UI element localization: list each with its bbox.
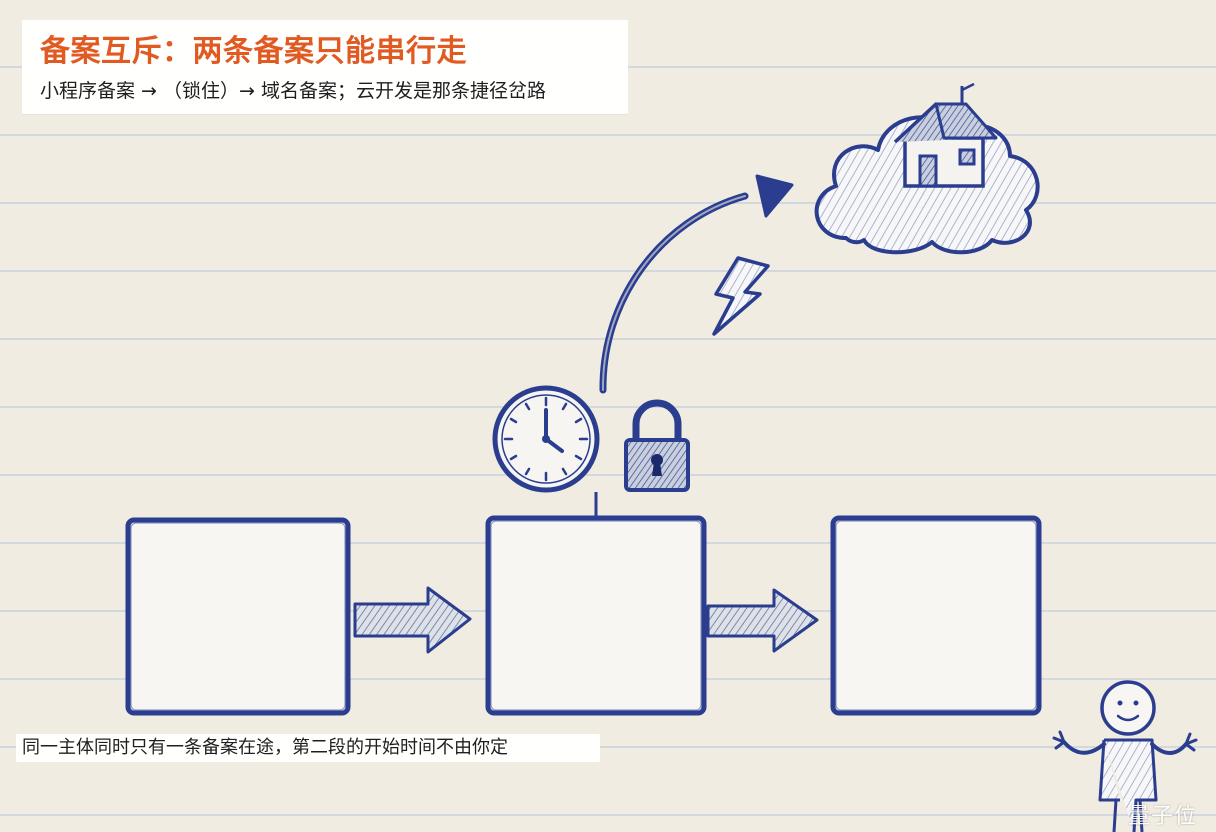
arrow-1-to-2 bbox=[353, 586, 472, 654]
page-subtitle: 小程序备案 → （锁住）→ 域名备案；云开发是那条捷径岔路 bbox=[40, 80, 546, 102]
title-card: 备案互斥：两条备案只能串行走 小程序备案 → （锁住）→ 域名备案；云开发是那条… bbox=[22, 20, 628, 114]
lightning-icon bbox=[712, 256, 770, 336]
watermark: 量子位 bbox=[1128, 804, 1198, 829]
page-title: 备案互斥：两条备案只能串行走 bbox=[40, 34, 467, 69]
cloud-house-icon bbox=[814, 82, 1040, 255]
step-box-1 bbox=[125, 517, 351, 716]
stick-figure-icon bbox=[1052, 680, 1198, 832]
step-box-3 bbox=[830, 515, 1042, 716]
caption-card: 同一主体同时只有一条备案在途，第二段的开始时间不由你定 bbox=[16, 734, 600, 762]
step-box-2 bbox=[485, 515, 707, 716]
clock-icon bbox=[492, 385, 600, 493]
shortcut-arrow bbox=[599, 174, 794, 394]
caption-text: 同一主体同时只有一条备案在途，第二段的开始时间不由你定 bbox=[22, 737, 508, 758]
lock-icon bbox=[624, 399, 690, 492]
arrow-2-to-3 bbox=[706, 588, 819, 653]
